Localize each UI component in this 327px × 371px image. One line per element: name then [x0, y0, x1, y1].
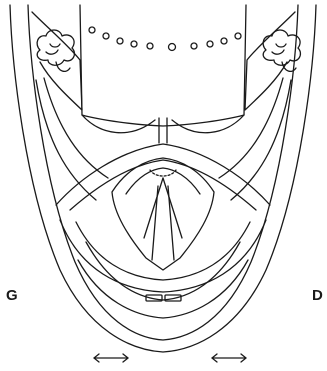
shield-crease-left: [144, 178, 163, 238]
right-wing-lower: [231, 80, 291, 200]
left-cloud: [37, 30, 74, 71]
lower-band-2: [76, 222, 250, 280]
shield-crease-right: [163, 178, 182, 238]
shield-crease-right-2: [168, 186, 174, 260]
central-plate: [80, 5, 246, 126]
label-left: G: [6, 287, 18, 304]
lower-band-3: [86, 242, 240, 300]
label-right: D: [312, 287, 323, 304]
double-headed-arrow: [94, 354, 128, 362]
dot-row: [89, 27, 241, 51]
shield-inner: [126, 168, 200, 194]
outer-contour-inner: [28, 5, 298, 340]
right-wing-lower-2: [219, 78, 283, 178]
left-wing-lower: [36, 80, 96, 200]
central-shield: [112, 158, 214, 270]
shield-top-detail: [150, 170, 176, 176]
shield-crease-left-2: [152, 186, 158, 260]
lower-band-1: [60, 220, 266, 292]
double-headed-arrow: [212, 354, 246, 362]
